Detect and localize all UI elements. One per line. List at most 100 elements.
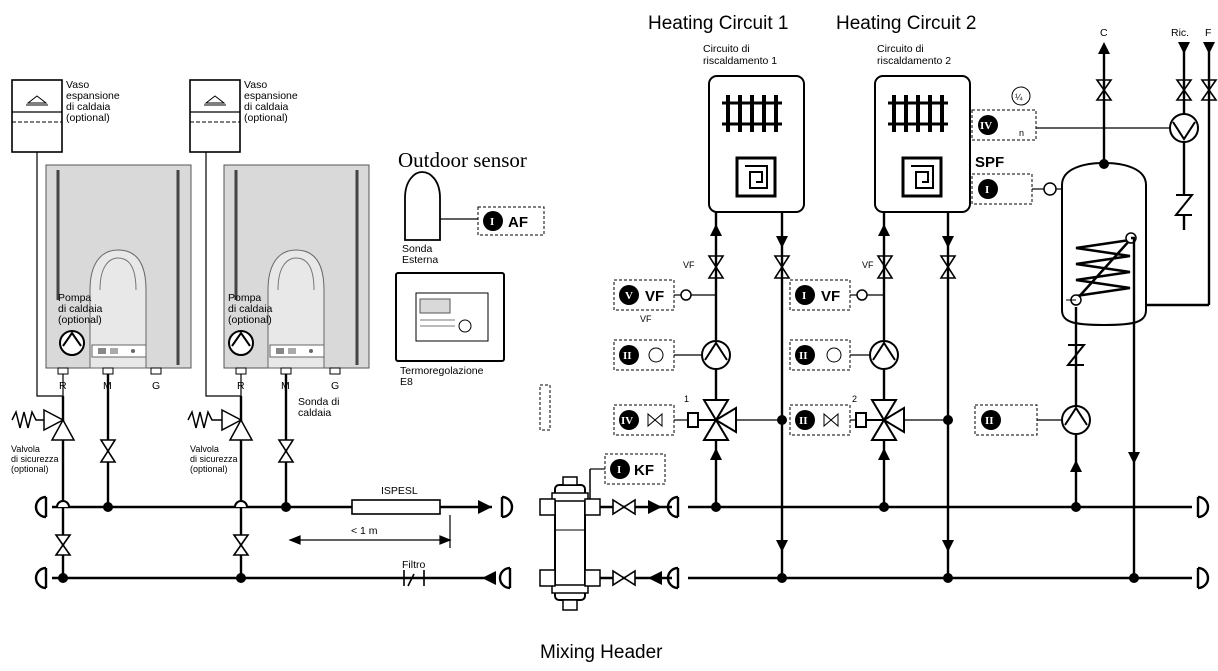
circuit-1-mixing-valve-icon bbox=[687, 399, 737, 441]
safety-valve-1-icon bbox=[11, 408, 76, 452]
svg-text:II: II bbox=[799, 350, 808, 362]
distance-marker bbox=[288, 515, 452, 548]
safety-valve-2-label-2: di sicurezza bbox=[190, 454, 238, 464]
module-af-code: AF bbox=[508, 214, 528, 231]
heating-circuit-1-title: Heating Circuit 1 bbox=[648, 13, 788, 34]
circuit-1-label-2: riscaldamento 1 bbox=[703, 55, 777, 67]
svg-text:n: n bbox=[1019, 128, 1024, 138]
svg-text:IV: IV bbox=[621, 415, 633, 427]
mixing-header-title: Mixing Header bbox=[540, 642, 663, 663]
spf-label: SPF bbox=[975, 154, 1004, 171]
module-p2: II bbox=[789, 339, 851, 371]
radiator-2 bbox=[874, 75, 971, 213]
module-vf1-code: VF bbox=[645, 288, 664, 305]
outdoor-sensor-title: Outdoor sensor bbox=[398, 148, 527, 172]
controller-label-1: Termoregolazione bbox=[400, 365, 484, 377]
boiler-1 bbox=[45, 164, 192, 369]
filter-label: Filtro bbox=[402, 559, 425, 571]
flow-arrows bbox=[478, 500, 662, 585]
svg-text:I: I bbox=[617, 464, 621, 476]
vf2-small-label: VF bbox=[862, 260, 874, 270]
module-m2: II bbox=[789, 404, 851, 436]
svg-text:I: I bbox=[802, 290, 806, 302]
boiler-1-pump-label-3: (optional) bbox=[58, 314, 102, 326]
svg-text:I: I bbox=[985, 184, 989, 196]
circuit-1-pump-icon bbox=[701, 340, 731, 370]
boiler-sensor-label-2: caldaia bbox=[298, 407, 331, 419]
clock-label: ¼ bbox=[1015, 92, 1023, 102]
boiler-sensor-label-1: Sonda di bbox=[298, 396, 339, 408]
vessel-1-label-1: Vaso bbox=[66, 79, 89, 91]
boiler-2-port-g: G bbox=[331, 380, 339, 392]
ispesl-section bbox=[351, 499, 441, 515]
module-vf1: V VF bbox=[613, 279, 675, 311]
boiler-2-return-pipe bbox=[205, 152, 242, 397]
svg-text:II: II bbox=[985, 415, 994, 427]
svg-text:II: II bbox=[799, 415, 808, 427]
vf1-small-label: VF bbox=[683, 260, 695, 270]
boiler-2-pump-label-1: Pompa bbox=[228, 292, 261, 304]
module-spf: I bbox=[971, 173, 1033, 205]
outlet-c-label: C bbox=[1100, 27, 1108, 39]
vessel-2-label-4: (optional) bbox=[244, 112, 288, 124]
module-dhw-pump: II bbox=[974, 404, 1038, 436]
module-vf2-code: VF bbox=[821, 288, 840, 305]
safety-valve-1-label-1: Valvola bbox=[11, 444, 40, 454]
boiler-1-port-g: G bbox=[152, 380, 160, 392]
safety-valve-1-label-3: (optional) bbox=[11, 464, 49, 474]
boiler-1-ports bbox=[57, 367, 162, 375]
module-kf: I KF bbox=[604, 453, 666, 485]
module-p1: II bbox=[613, 339, 675, 371]
vessel-2-label-1: Vaso bbox=[244, 79, 267, 91]
boiler-2 bbox=[223, 164, 370, 369]
module-vf2: I VF bbox=[789, 279, 851, 311]
outdoor-sensor-label-1: Sonda bbox=[402, 243, 433, 255]
circuit-2-label-1: Circuito di bbox=[877, 43, 924, 55]
svg-text:II: II bbox=[623, 350, 632, 362]
module-circulation: IV n bbox=[971, 109, 1037, 141]
boiler-2-ports bbox=[235, 367, 341, 375]
expansion-vessel-2 bbox=[189, 79, 241, 153]
boiler-1-return-pipe bbox=[36, 152, 64, 397]
coil-return-pipe bbox=[1131, 236, 1136, 578]
boiler-1-pump-label-1: Pompa bbox=[58, 292, 91, 304]
dhw-tank bbox=[1061, 159, 1147, 327]
pipe-end-caps bbox=[34, 495, 1210, 590]
ric-label: Ric. bbox=[1171, 27, 1189, 39]
vessel-1-label-3: di caldaia bbox=[66, 101, 111, 113]
svg-text:V: V bbox=[625, 290, 633, 302]
heating-circuit-2-title: Heating Circuit 2 bbox=[836, 13, 976, 34]
outdoor-sensor-label-2: Esterna bbox=[402, 254, 438, 266]
vessel-1-label-4: (optional) bbox=[66, 112, 110, 124]
safety-valve-2-label-1: Valvola bbox=[190, 444, 219, 454]
boiler-2-pump-label-3: (optional) bbox=[228, 314, 272, 326]
outdoor-sensor-icon bbox=[404, 171, 441, 241]
module-af: I AF bbox=[477, 206, 545, 236]
boiler-2-pump-label-2: di caldaia bbox=[228, 303, 273, 315]
vf1b-small-label: VF bbox=[640, 314, 652, 324]
vessel-2-label-2: espansione bbox=[244, 90, 298, 102]
safety-valve-2-icon bbox=[187, 408, 254, 441]
module-m1: IV bbox=[613, 404, 675, 436]
circuit-2-pump-icon bbox=[869, 340, 899, 370]
radiator-1 bbox=[708, 75, 805, 213]
mixing-header bbox=[539, 384, 601, 611]
filter-icon bbox=[403, 570, 425, 587]
safety-valve-1-label-2: di sicurezza bbox=[11, 454, 59, 464]
m2-small-label: 2 bbox=[852, 394, 857, 404]
module-kf-code: KF bbox=[634, 462, 654, 479]
cold-f-label: F bbox=[1205, 27, 1211, 39]
distance-label: < 1 m bbox=[351, 525, 378, 537]
vessel-1-label-2: espansione bbox=[66, 90, 120, 102]
controller-label-2: E8 bbox=[400, 376, 413, 388]
circuit-1-label-1: Circuito di bbox=[703, 43, 750, 55]
circuit-2-label-2: riscaldamento 2 bbox=[877, 55, 951, 67]
dhw-pump-icon bbox=[1061, 405, 1091, 435]
ispesl-label: ISPESL bbox=[381, 485, 418, 497]
m1-small-label: 1 bbox=[684, 394, 689, 404]
circuit-2-mixing-valve-icon bbox=[855, 399, 905, 441]
boiler-1-pump-label-2: di caldaia bbox=[58, 303, 103, 315]
svg-text:I: I bbox=[490, 216, 494, 228]
safety-valve-2-label-3: (optional) bbox=[190, 464, 228, 474]
